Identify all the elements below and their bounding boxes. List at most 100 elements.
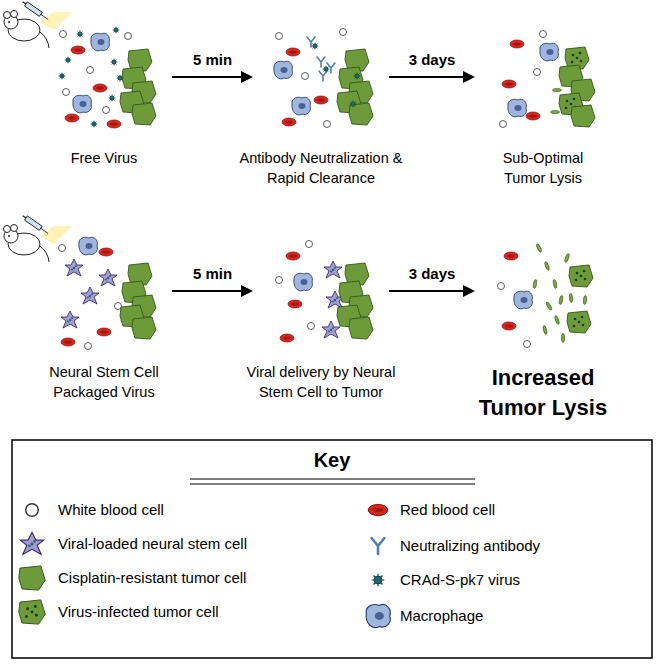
legend-icons-part — [20, 532, 43, 554]
vessel-contents-part — [65, 57, 72, 64]
vessel-contents-part — [79, 237, 98, 255]
legend-icons-part — [372, 574, 385, 587]
vessel-contents-part — [324, 121, 331, 128]
legend-icons — [19, 504, 390, 628]
vessel-contents-part — [99, 248, 113, 256]
panel-caption-box: Increased Tumor Lysis — [471, 363, 616, 422]
time-label: 5 min — [193, 265, 232, 282]
vessel-contents-part — [510, 40, 524, 48]
arrow-connector — [172, 285, 253, 297]
vessel-cylinder — [48, 12, 160, 142]
legend-entry: Red blood cell — [400, 500, 495, 520]
vessel-contents-part — [276, 33, 283, 40]
vessel-contents-part — [323, 66, 330, 73]
vessel-contents-part — [117, 75, 124, 82]
vessel-contents-part — [322, 321, 340, 338]
arrow-head — [241, 71, 253, 83]
key-box-part — [190, 479, 475, 480]
vessel-contents-part — [561, 334, 564, 343]
arrow-connector — [389, 285, 475, 297]
vessel-contents-part — [59, 245, 66, 252]
vessel-contents-part — [60, 31, 67, 38]
vessel-contents-part — [559, 295, 564, 304]
legend-entry: Neutralizing antibody — [400, 536, 540, 556]
panel-caption: Neural Stem Cell Packaged Virus — [39, 363, 169, 402]
vessel-contents-part — [85, 343, 92, 350]
vessel-cylinder — [487, 226, 599, 356]
vessel-contents-part — [508, 99, 527, 117]
legend-icons-part — [372, 538, 385, 554]
vessel-contents-part — [524, 341, 531, 348]
vessel-contents-part — [567, 311, 591, 333]
vessel-contents-part — [286, 48, 300, 56]
arrow-head — [463, 71, 475, 83]
vessel-contents-part — [554, 315, 560, 325]
legend-entry: White blood cell — [58, 500, 164, 520]
vessel-contents-part — [317, 57, 325, 67]
vessel-contents-part — [97, 328, 111, 336]
legend-entry: Viral-loaded neural stem cell — [58, 534, 247, 554]
panel-caption-box: Neural Stem Cell Packaged Virus — [39, 363, 169, 402]
mouse-injection — [4, 0, 73, 262]
vessel-wall — [49, 16, 159, 138]
vessel-contents-part — [540, 31, 547, 38]
legend-text: Virus-infected tumor cell — [58, 602, 219, 622]
vessel-contents-part — [583, 295, 587, 304]
arrow-head — [241, 285, 253, 297]
vessel-contents — [276, 241, 374, 343]
arrow-line — [172, 290, 243, 292]
legend-text: CRAd-S-pk7 virus — [400, 570, 520, 590]
mouse-injection-part — [4, 214, 73, 262]
vessel-contents — [500, 31, 596, 128]
panel-caption-box: Viral delivery by Neural Stem Cell to Tu… — [234, 363, 409, 402]
vessel-contents-part — [65, 259, 83, 276]
vessel-contents-part — [111, 59, 118, 66]
key-title: Key — [314, 449, 351, 472]
vessel-contents-part — [534, 69, 541, 76]
vessel-contents-part — [553, 88, 562, 91]
vessel-contents-part — [569, 293, 573, 302]
vessel-contents-part — [294, 273, 313, 291]
time-label: 5 min — [193, 51, 232, 68]
edge-label-box: 3 days — [409, 51, 456, 68]
legend-text: Cisplatin-resistant tumor cell — [58, 568, 246, 588]
vessel-contents-part — [540, 43, 559, 61]
vessel-contents-part — [286, 252, 300, 260]
vessel-wall — [488, 16, 598, 138]
vessel-contents-part — [306, 241, 313, 248]
vessel-contents-part — [73, 95, 92, 113]
vessel-contents-part — [282, 118, 296, 126]
vessel-contents-part — [340, 29, 347, 36]
vessel-panel: Viral delivery by Neural Stem Cell to Tu… — [265, 226, 377, 356]
arrow-line — [389, 290, 465, 292]
vessel-cylinder — [48, 226, 160, 356]
arrow-line — [389, 76, 465, 78]
vessel-contents — [59, 27, 157, 129]
legend-entry: CRAd-S-pk7 virus — [400, 570, 520, 590]
vessel-contents-part — [564, 253, 570, 263]
vessel-wall — [266, 230, 376, 352]
vessel-contents — [59, 237, 157, 349]
vessel-contents-part — [77, 31, 84, 38]
vessel-contents-part — [314, 96, 328, 104]
vessel-contents-part — [571, 105, 595, 127]
time-label: 3 days — [409, 51, 456, 68]
vessel-contents-part — [274, 61, 293, 79]
vessel-contents-part — [502, 322, 516, 330]
vessel-contents-part — [288, 300, 302, 308]
vessel-contents-part — [292, 97, 311, 115]
legend-entry: Macrophage — [400, 606, 483, 626]
legend-icons-part — [26, 504, 39, 517]
vessel-contents-part — [132, 103, 156, 125]
vessel-contents-part — [113, 27, 120, 34]
arrow-head — [463, 285, 475, 297]
key-box-part — [12, 440, 652, 658]
legend-icons-part — [19, 600, 45, 624]
vessel-contents-part — [553, 279, 558, 288]
vessel-contents — [498, 243, 594, 347]
legend-text: Viral-loaded neural stem cell — [58, 534, 247, 554]
legend-entry: Virus-infected tumor cell — [58, 602, 219, 622]
